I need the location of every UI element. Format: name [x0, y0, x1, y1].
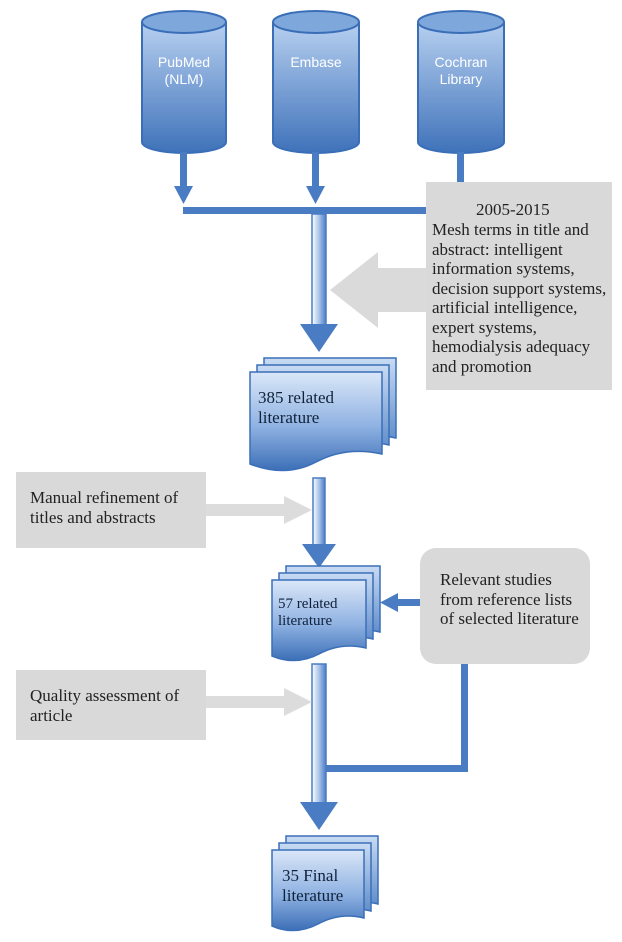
- stage1-label: 385 related literature: [258, 388, 334, 427]
- relevant-studies-label: Relevant studies from reference lists of…: [440, 570, 579, 629]
- relevant-studies-box: [420, 548, 590, 664]
- stage2-label: 57 related literature: [278, 596, 338, 630]
- database-cochrane: [417, 10, 505, 154]
- embase-label: Embase: [290, 54, 342, 70]
- quality-assessment-label: Quality assessment of article: [30, 686, 180, 725]
- main-shaft-2: [302, 477, 336, 568]
- pubmed-label: PubMed (NLM): [157, 54, 211, 87]
- quality-assessment-arrow: [206, 688, 312, 716]
- merge-arrows: [174, 152, 470, 214]
- search-years: 2005-2015: [476, 200, 550, 219]
- document-stack-57: [271, 565, 381, 662]
- manual-refinement-arrow: [206, 496, 312, 524]
- main-shaft-3: [300, 663, 338, 830]
- search-criteria-text: Mesh terms in title and abstract: intell…: [432, 220, 607, 376]
- reference-arrow: [380, 593, 420, 612]
- main-shaft-1: [300, 213, 338, 352]
- document-stack-35: [271, 835, 379, 932]
- quality-assessment-box: [16, 670, 206, 740]
- cochrane-label: Cochran Library: [434, 54, 488, 87]
- criteria-gray-arrow: [330, 252, 426, 328]
- manual-refinement-box: [16, 472, 206, 548]
- search-criteria-box: [426, 182, 612, 390]
- reference-merge-line: [319, 664, 468, 772]
- database-embase: [272, 10, 360, 154]
- manual-refinement-label: Manual refinement of titles and abstract…: [30, 488, 179, 527]
- stage3-label: 35 Final literature: [282, 866, 344, 905]
- document-stack-385: [249, 357, 397, 472]
